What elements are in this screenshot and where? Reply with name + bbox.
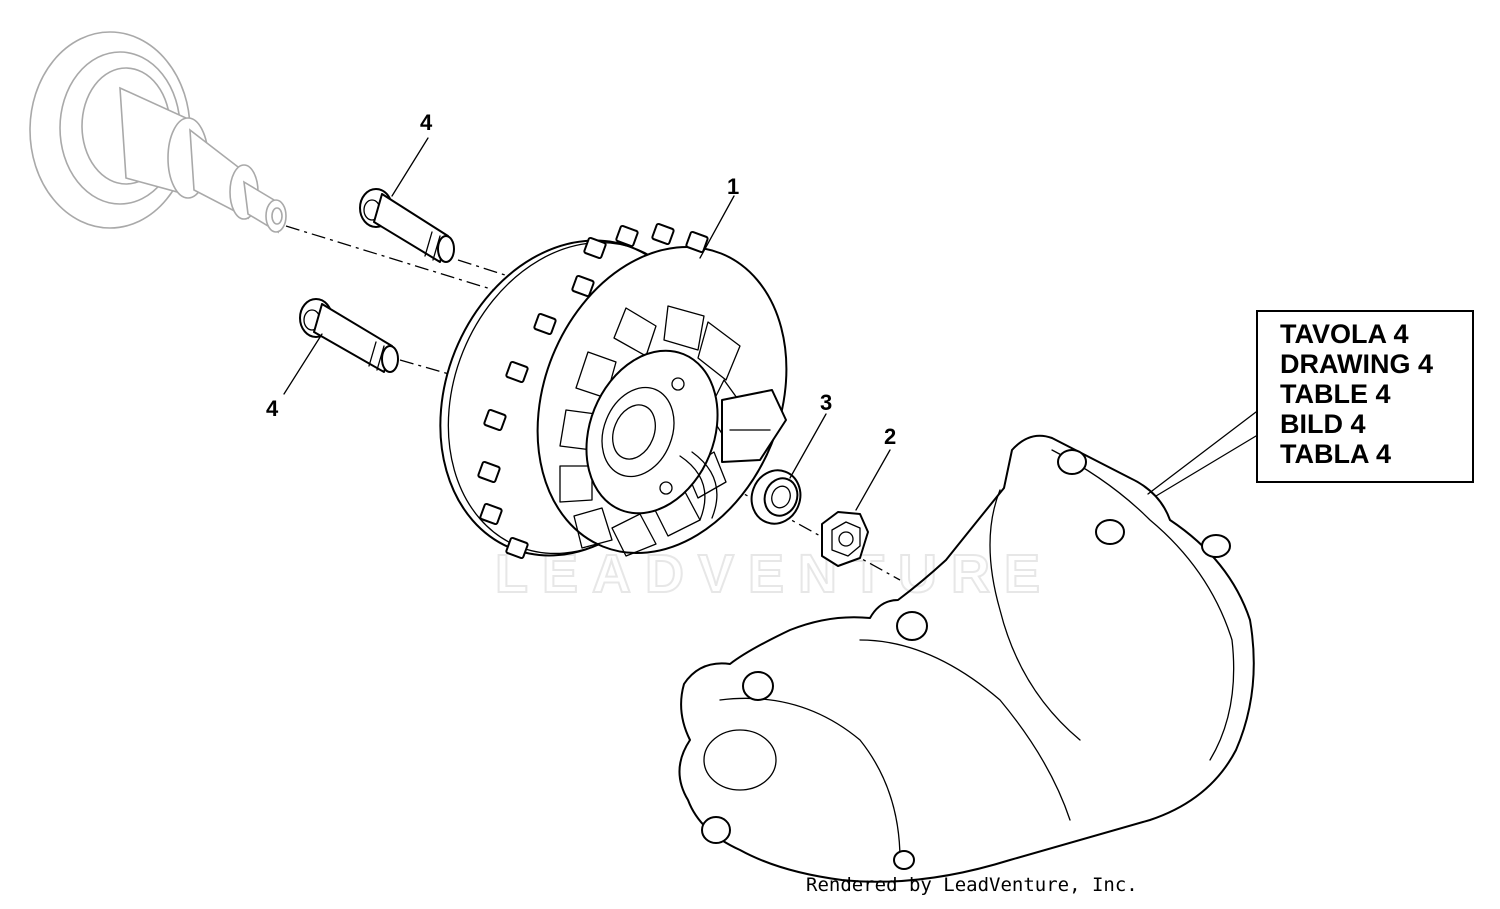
callout-2: 2: [884, 424, 896, 449]
crankshaft: [29, 31, 287, 234]
stator: [439, 222, 788, 560]
legend-line-2: DRAWING 4: [1280, 349, 1433, 379]
callout-4-lower: 4: [266, 396, 279, 421]
callout-1: 1: [727, 174, 739, 199]
leader-lines: [283, 137, 1257, 511]
legend-line-4: BILD 4: [1280, 409, 1366, 439]
nut: [821, 511, 869, 567]
washer: [750, 469, 802, 525]
bolt-lower: [299, 298, 399, 373]
callout-3: 3: [820, 390, 832, 415]
drawing-legend: TAVOLA 4 DRAWING 4 TABLE 4 BILD 4 TABLA …: [1256, 310, 1474, 483]
render-credit: Rendered by LeadVenture, Inc.: [806, 874, 1138, 896]
bolt-upper: [359, 188, 455, 263]
legend-line-5: TABLA 4: [1280, 439, 1391, 469]
legend-line-3: TABLE 4: [1280, 379, 1391, 409]
watermark-text: LEADVENTURE: [495, 544, 1054, 604]
engine-cover: [678, 434, 1255, 883]
callout-4-upper: 4: [420, 110, 433, 135]
legend-line-1: TAVOLA 4: [1280, 319, 1409, 349]
stator-lugs: [477, 222, 709, 560]
